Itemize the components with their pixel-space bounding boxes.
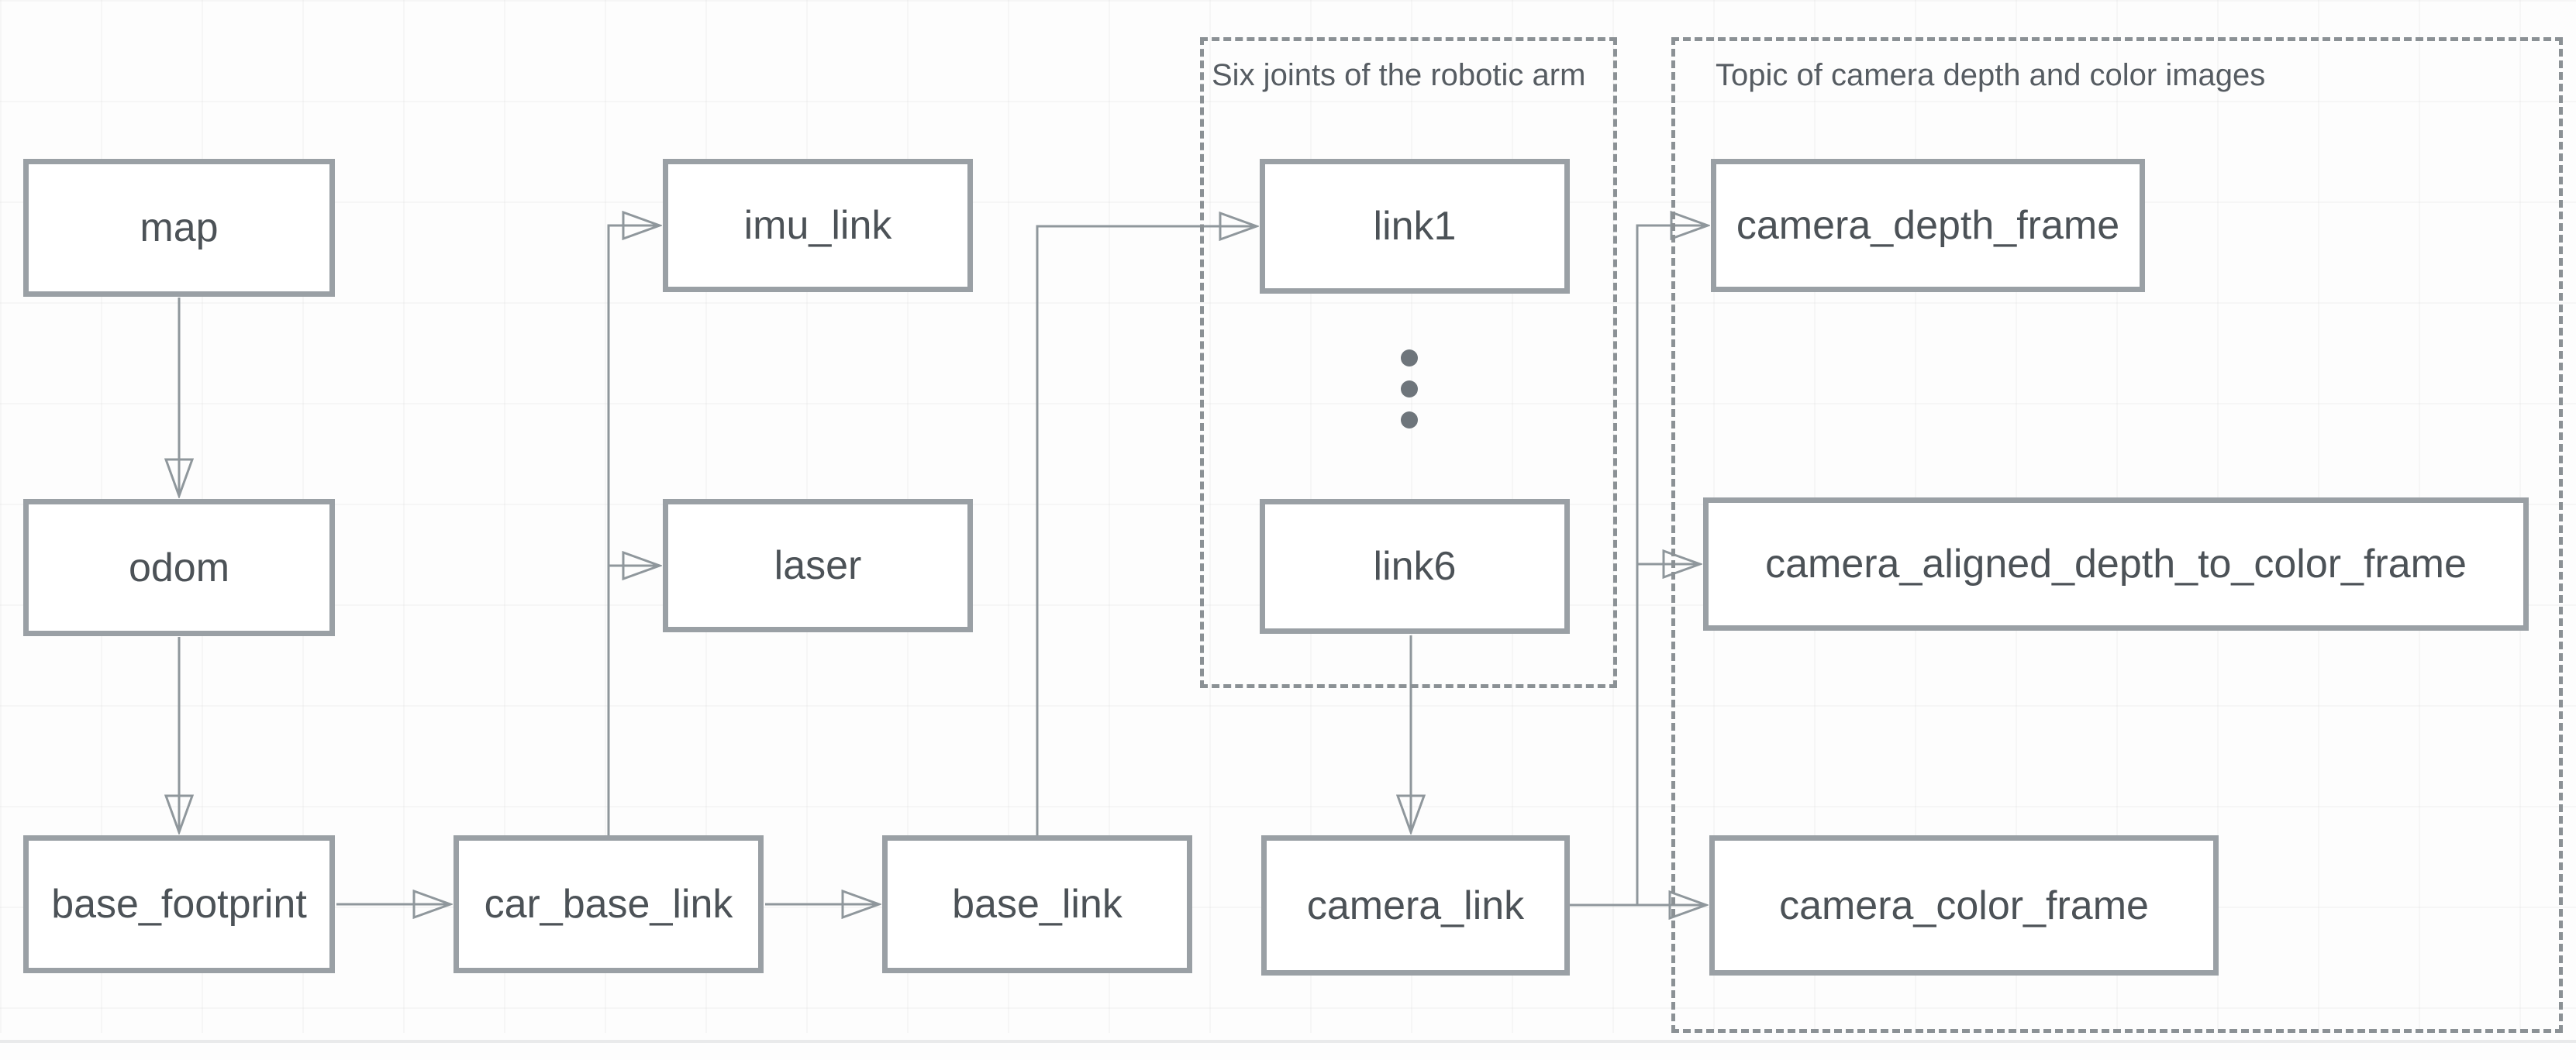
node-laser: laser <box>663 499 973 632</box>
node-camera-link: camera_link <box>1261 835 1570 976</box>
node-base-footprint: base_footprint <box>23 835 335 973</box>
edge-car-base-link-imu-link <box>607 225 660 835</box>
group-arm-joints-caption: Six joints of the robotic arm <box>1212 58 1586 92</box>
node-odom: odom <box>23 499 335 636</box>
node-car-base-link: car_base_link <box>453 835 764 973</box>
vertical-ellipsis-dots <box>1401 349 1418 428</box>
node-camera-depth-frame: camera_depth_frame <box>1711 159 2145 292</box>
node-camera-aligned-depth-to-color-frame: camera_aligned_depth_to_color_frame <box>1703 497 2529 631</box>
node-camera-color-frame: camera_color_frame <box>1709 835 2219 976</box>
group-camera-topics-caption: Topic of camera depth and color images <box>1716 58 2266 92</box>
edge-trunk-camera-depth-frame <box>1636 225 1708 905</box>
node-link1: link1 <box>1260 159 1570 294</box>
node-map: map <box>23 159 335 297</box>
node-base-link: base_link <box>882 835 1192 973</box>
group-arm-joints: Six joints of the robotic arm <box>1200 37 1617 688</box>
node-imu-link: imu_link <box>663 159 973 292</box>
group-camera-topics: Topic of camera depth and color images <box>1671 37 2563 1033</box>
node-link6: link6 <box>1260 499 1570 634</box>
edge-base-link-link1 <box>1036 226 1257 835</box>
